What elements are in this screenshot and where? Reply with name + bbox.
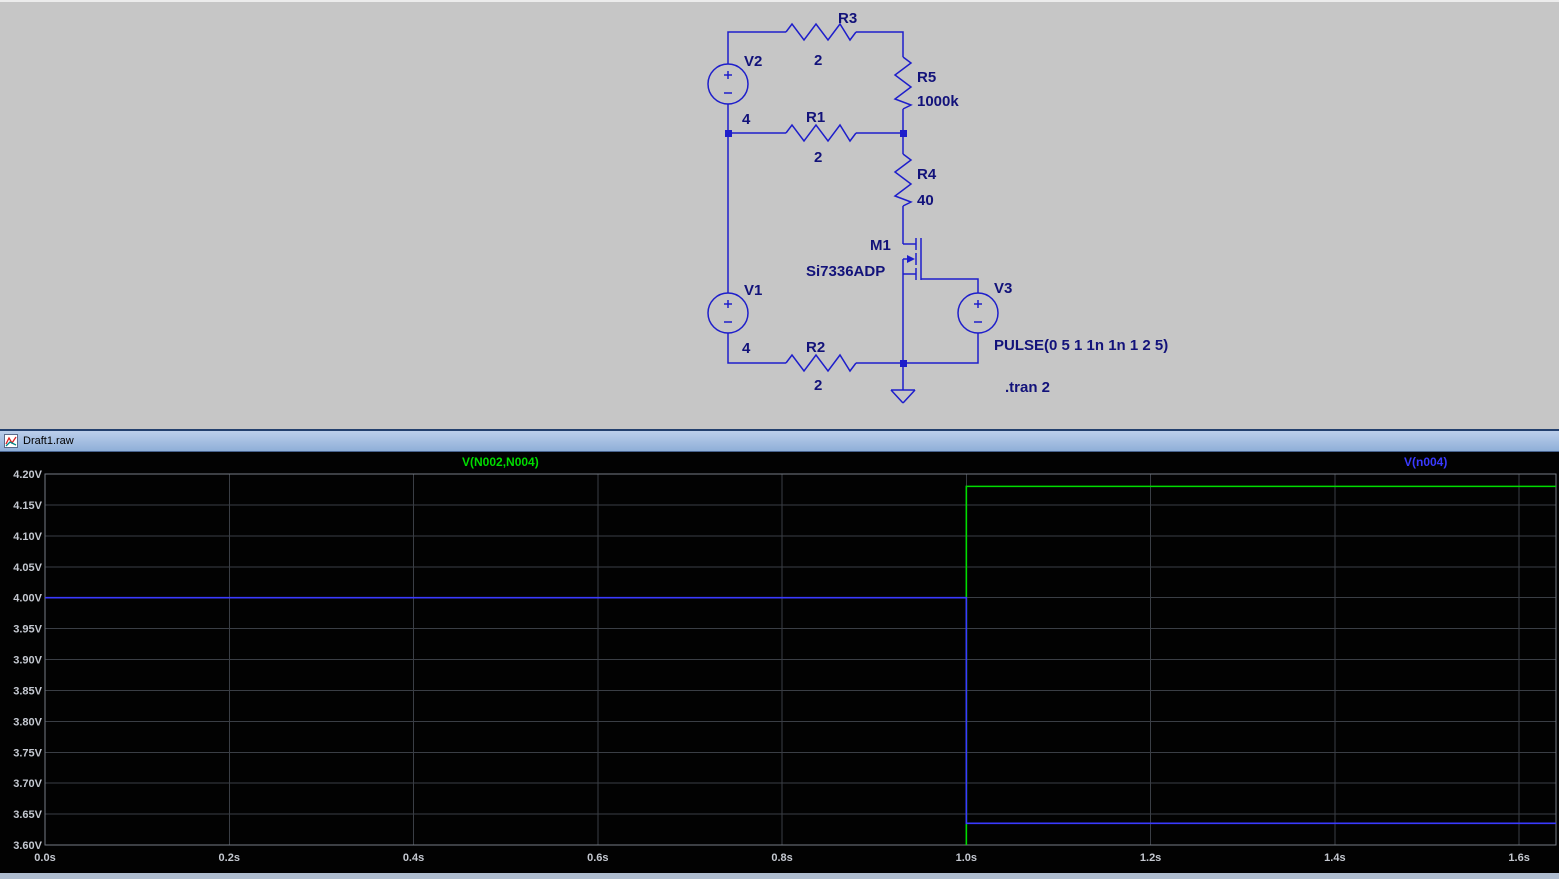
- r2-value[interactable]: 2: [814, 377, 822, 394]
- y-tick-label: 4.10V: [13, 531, 42, 543]
- resistor-R4[interactable]: R4 40: [893, 153, 937, 209]
- y-tick-label: 4.05V: [13, 562, 42, 574]
- waveform-pane[interactable]: V(N002,N004) V(n004) 4.20V 4.15V 4.10V 4.05…: [0, 452, 1559, 879]
- x-tick-label: 1.6s: [1508, 852, 1529, 864]
- window-bottom-edge: [0, 873, 1559, 879]
- waveform-plot[interactable]: 4.20V 4.15V 4.10V 4.05V 4.00V 3.95V 3.90V 3.85V…: [0, 452, 1559, 879]
- r2-label[interactable]: R2: [806, 339, 825, 356]
- voltage-source-V2[interactable]: V2 4: [707, 53, 762, 128]
- x-tick-label: 0.8s: [771, 852, 792, 864]
- m1-label[interactable]: M1: [870, 237, 891, 254]
- y-tick-label: 3.75V: [13, 747, 42, 759]
- trace-V(n004)[interactable]: [45, 596, 1556, 825]
- x-tick-label: 1.2s: [1140, 852, 1161, 864]
- x-tick-label: 1.0s: [956, 852, 977, 864]
- waveform-title: Draft1.raw: [23, 435, 74, 447]
- voltage-source-V3[interactable]: V3 PULSE(0 5 1 1n 1n 1 2 5): [957, 280, 1168, 354]
- y-tick-label: 4.20V: [13, 469, 42, 481]
- v3-value[interactable]: PULSE(0 5 1 1n 1n 1 2 5): [994, 337, 1168, 354]
- r3-value[interactable]: 2: [814, 52, 822, 69]
- x-tick-label: 0.0s: [34, 852, 55, 864]
- y-tick-label: 3.85V: [13, 685, 42, 697]
- x-tick-label: 0.4s: [403, 852, 424, 864]
- y-tick-label: 3.60V: [13, 840, 42, 852]
- waveform-titlebar[interactable]: Draft1.raw: [0, 429, 1559, 452]
- v2-label[interactable]: V2: [744, 53, 762, 70]
- resistor-R2[interactable]: R2 2: [785, 339, 857, 394]
- y-tick-label: 4.00V: [13, 593, 42, 605]
- spice-directive[interactable]: .tran 2: [1005, 379, 1050, 396]
- schematic-pane[interactable]: R3 2 R5 1000k R1 2 R4 40: [0, 0, 1559, 429]
- resistor-R5[interactable]: R5 1000k: [893, 56, 959, 110]
- v1-value[interactable]: 4: [742, 340, 751, 357]
- legend-trace-blue[interactable]: V(n004): [1404, 455, 1448, 469]
- v1-label[interactable]: V1: [744, 282, 762, 299]
- schematic-wires[interactable]: [727, 31, 979, 390]
- x-tick-label: 0.2s: [219, 852, 240, 864]
- r1-value[interactable]: 2: [814, 149, 822, 166]
- m1-value[interactable]: Si7336ADP: [806, 263, 885, 280]
- y-tick-label: 4.15V: [13, 500, 42, 512]
- voltage-source-V1[interactable]: V1 4: [707, 282, 762, 357]
- legend-trace-green[interactable]: V(N002,N004): [462, 455, 539, 469]
- r4-value[interactable]: 40: [917, 192, 934, 209]
- r4-label[interactable]: R4: [917, 166, 937, 183]
- v2-value[interactable]: 4: [742, 111, 751, 128]
- x-tick-label: 1.4s: [1324, 852, 1345, 864]
- r5-value[interactable]: 1000k: [917, 93, 959, 110]
- r3-label[interactable]: R3: [838, 10, 857, 27]
- y-tick-label: 3.70V: [13, 778, 42, 790]
- waveform-file-icon: [4, 434, 18, 448]
- resistor-R3[interactable]: R3 2: [785, 10, 857, 69]
- resistor-R1[interactable]: R1 2: [785, 109, 857, 166]
- nmos-M1[interactable]: M1 Si7336ADP: [806, 237, 922, 280]
- ground-symbol[interactable]: [890, 389, 916, 404]
- y-tick-label: 3.90V: [13, 655, 42, 667]
- y-tick-label: 3.65V: [13, 809, 42, 821]
- v3-label[interactable]: V3: [994, 280, 1012, 297]
- y-tick-label: 3.80V: [13, 716, 42, 728]
- x-tick-label: 0.6s: [587, 852, 608, 864]
- wire-junction-dots: [725, 130, 907, 367]
- plot-frame: [44, 473, 1557, 846]
- r5-label[interactable]: R5: [917, 69, 936, 86]
- trace-V(N002,N004)[interactable]: [965, 485, 1556, 845]
- r1-label[interactable]: R1: [806, 109, 825, 126]
- schematic-canvas[interactable]: R3 2 R5 1000k R1 2 R4 40: [0, 2, 1559, 429]
- y-tick-label: 3.95V: [13, 624, 42, 636]
